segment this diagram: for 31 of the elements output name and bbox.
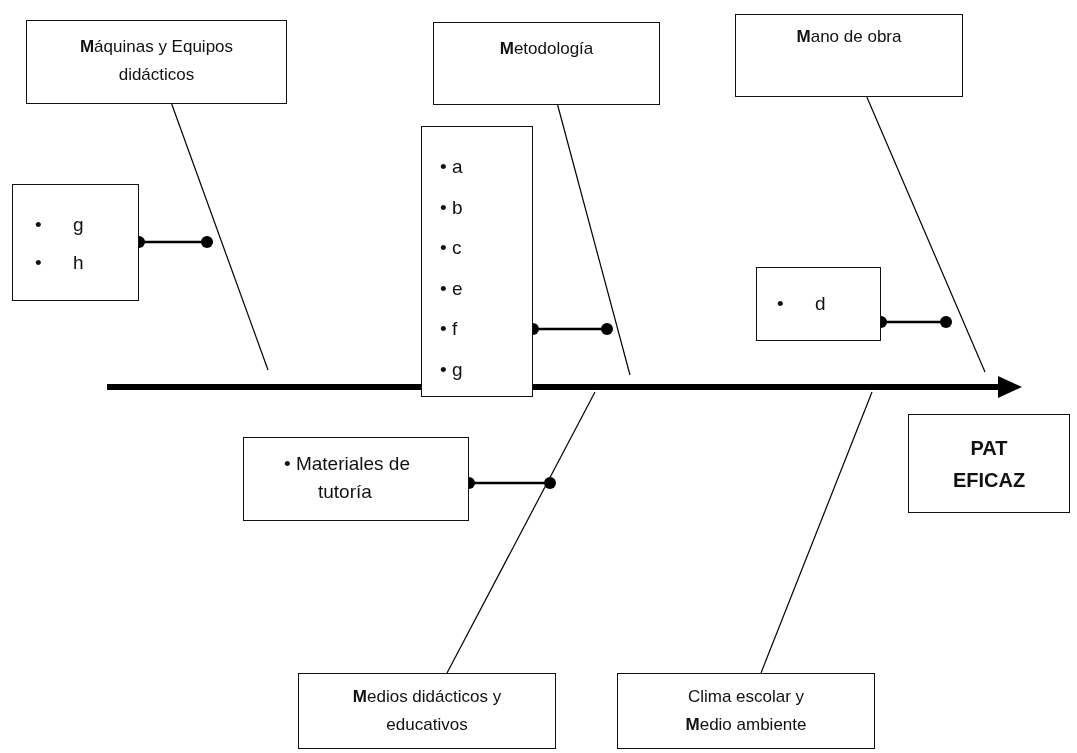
category-label: Mano de obra [796,26,902,48]
cause-box [756,267,881,341]
bullet-item: • b [440,195,464,220]
bone-line [760,391,873,674]
category-label: Metodología [499,38,594,60]
bullet-item: • Materiales de tutoría [284,452,411,504]
bullet-item: • c [440,236,463,260]
category-box [433,22,660,105]
bullet-item: • a [440,155,464,179]
category-label: Medios didácticos y educativos [351,686,503,736]
bone-line [557,104,631,376]
effect-box [908,414,1070,513]
bullet-item: • g [440,357,464,382]
category-box [298,673,556,749]
bullet-item: • f [440,317,459,341]
cause-box [243,437,469,521]
cause-box [421,126,533,397]
category-box [26,20,287,104]
category-box [735,14,963,97]
bullet-item: • g [35,213,85,237]
category-label: Clima escolar y Medio ambiente [684,686,808,736]
bone-line [446,391,596,674]
bullet-item: • e [440,276,464,301]
bone-line [866,96,986,373]
bullet-item: • d [777,292,827,316]
cause-box [12,184,139,301]
bone-line [171,103,269,371]
effect-label: PAT EFICAZ [951,435,1027,493]
bullet-item: • h [35,251,85,275]
category-label: Máquinas y Equipos didácticos [78,36,235,86]
category-box [617,673,875,749]
